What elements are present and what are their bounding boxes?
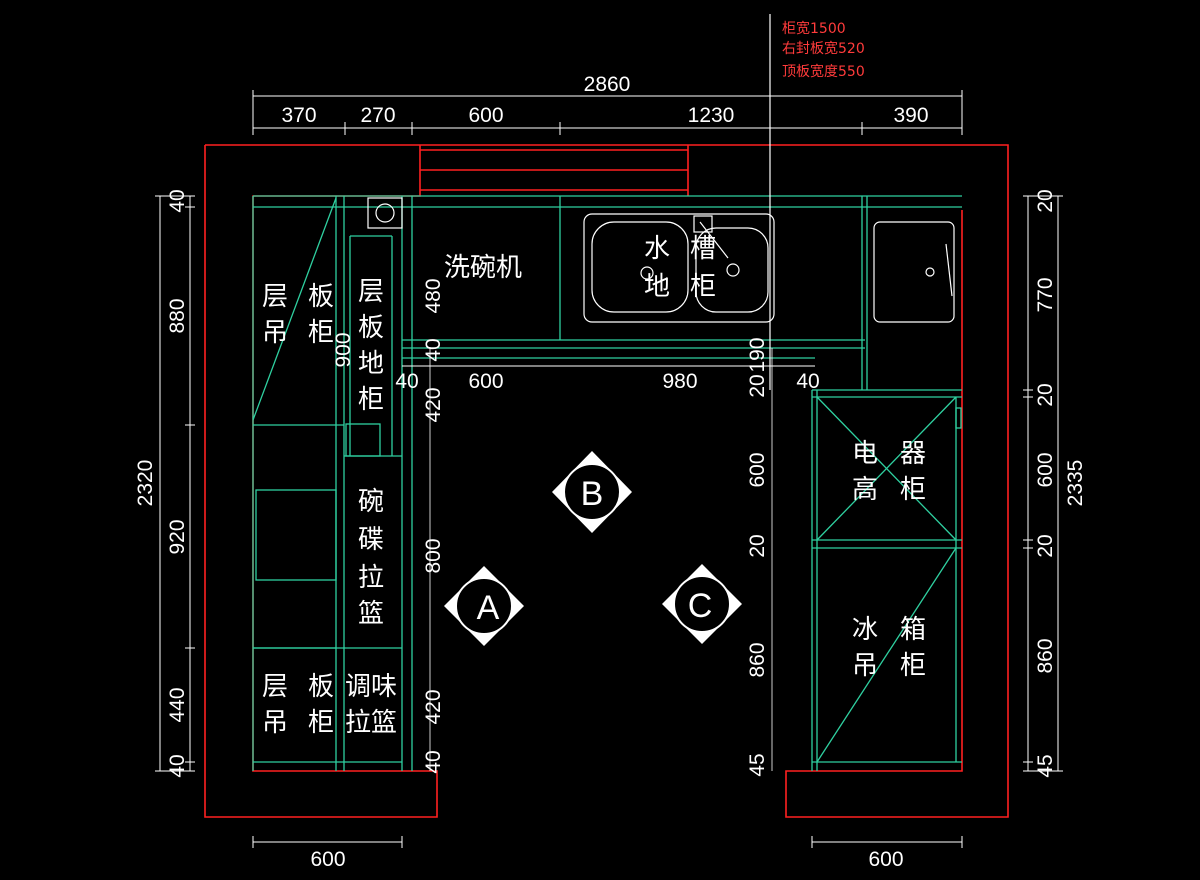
svg-text:地: 地 bbox=[644, 272, 670, 302]
note-cabinet-width: 柜宽1500 bbox=[782, 20, 846, 37]
svg-text:B: B bbox=[581, 475, 604, 513]
svg-text:A: A bbox=[477, 589, 500, 627]
dim-left-4: 440 bbox=[166, 687, 189, 722]
dim-left-inner-2: 900 bbox=[332, 332, 355, 367]
dim-left-5: 40 bbox=[166, 754, 189, 777]
dim-left-total: 2320 bbox=[134, 460, 157, 507]
svg-text:槽: 槽 bbox=[690, 234, 716, 264]
dim-inner-1: 40 bbox=[395, 370, 418, 393]
label-dishwasher: 洗碗机 bbox=[444, 253, 522, 283]
dim-right-7: 45 bbox=[1034, 754, 1057, 777]
svg-text:拉篮: 拉篮 bbox=[345, 708, 397, 738]
dimension-lines bbox=[155, 14, 1063, 848]
svg-text:水: 水 bbox=[644, 234, 670, 264]
dim-left-2: 880 bbox=[166, 298, 189, 333]
svg-text:吊: 吊 bbox=[852, 651, 878, 681]
dim-inner-3: 980 bbox=[662, 370, 697, 393]
dim-top-4: 1230 bbox=[688, 104, 735, 127]
svg-text:柜: 柜 bbox=[690, 272, 716, 302]
note-top-panel-width: 顶板宽度550 bbox=[782, 63, 865, 80]
svg-text:电: 电 bbox=[852, 439, 878, 469]
svg-text:箱: 箱 bbox=[900, 615, 926, 645]
dim-top-1: 370 bbox=[281, 104, 316, 127]
svg-text:层: 层 bbox=[262, 282, 288, 312]
svg-text:板: 板 bbox=[308, 282, 334, 312]
dim-right-total: 2335 bbox=[1064, 460, 1087, 507]
label-appliance-tall-cabinet: 电 器 高 柜 bbox=[852, 439, 926, 505]
svg-text:高: 高 bbox=[852, 475, 878, 505]
dim-left-1: 40 bbox=[166, 189, 189, 212]
dim-left-inner-6: 420 bbox=[422, 689, 445, 724]
dim-right-inner-6: 45 bbox=[746, 753, 769, 776]
svg-text:篮: 篮 bbox=[358, 599, 384, 629]
dim-right-3: 20 bbox=[1034, 383, 1057, 406]
label-dish-basket: 碗 碟 拉 篮 bbox=[358, 487, 384, 629]
svg-text:地: 地 bbox=[358, 349, 384, 379]
svg-text:吊: 吊 bbox=[262, 708, 288, 738]
svg-text:器: 器 bbox=[900, 439, 926, 469]
svg-text:层: 层 bbox=[358, 277, 384, 307]
svg-text:拉: 拉 bbox=[358, 563, 384, 593]
dim-top-2: 270 bbox=[360, 104, 395, 127]
dim-inner-2: 600 bbox=[468, 370, 503, 393]
svg-text:C: C bbox=[688, 587, 713, 625]
svg-text:碟: 碟 bbox=[358, 525, 384, 555]
dim-right-inner-4: 20 bbox=[746, 534, 769, 557]
cabinet-lines bbox=[252, 195, 962, 771]
svg-text:柜: 柜 bbox=[900, 651, 926, 681]
dim-right-1: 20 bbox=[1034, 189, 1057, 212]
note-right-panel-width: 右封板宽520 bbox=[782, 40, 865, 57]
view-marker-c: C bbox=[662, 564, 742, 644]
dim-bottom-right: 600 bbox=[868, 848, 903, 871]
dim-left-inner-5: 800 bbox=[422, 538, 445, 573]
svg-text:调味: 调味 bbox=[345, 672, 397, 702]
dim-left-inner-1: 480 bbox=[422, 278, 445, 313]
svg-text:柜: 柜 bbox=[358, 385, 384, 415]
dim-right-inner-2: 20 bbox=[746, 374, 769, 397]
dim-left-inner-4: 420 bbox=[422, 387, 445, 422]
label-sink-cabinet: 水 槽 地 柜 bbox=[644, 234, 716, 302]
dim-right-inner-1: 190 bbox=[746, 337, 769, 372]
dim-right-inner-5: 860 bbox=[746, 642, 769, 677]
label-floor-cabinet-left: 层 板 地 柜 bbox=[358, 277, 384, 415]
sink-fixture bbox=[367, 197, 955, 323]
dim-top-5: 390 bbox=[893, 104, 928, 127]
dim-inner-5: 40 bbox=[796, 370, 819, 393]
dim-right-2: 770 bbox=[1034, 277, 1057, 312]
dim-left-3: 920 bbox=[166, 519, 189, 554]
label-wall-cabinet-top-left: 层 板 吊 柜 bbox=[262, 282, 334, 348]
view-marker-a: A bbox=[444, 566, 524, 646]
svg-text:柜: 柜 bbox=[308, 318, 334, 348]
svg-text:碗: 碗 bbox=[358, 487, 384, 517]
dim-right-6: 860 bbox=[1034, 638, 1057, 673]
dim-right-5: 20 bbox=[1034, 534, 1057, 557]
svg-text:冰: 冰 bbox=[852, 615, 878, 645]
svg-text:吊: 吊 bbox=[262, 318, 288, 348]
dim-bottom-left: 600 bbox=[310, 848, 345, 871]
label-fridge-wall-cabinet: 冰 箱 吊 柜 bbox=[852, 615, 926, 681]
svg-text:柜: 柜 bbox=[308, 708, 334, 738]
dim-top-3: 600 bbox=[468, 104, 503, 127]
dim-total-width: 2860 bbox=[584, 73, 631, 96]
dim-right-4: 600 bbox=[1034, 452, 1057, 487]
view-marker-b: B bbox=[552, 451, 632, 533]
svg-text:层: 层 bbox=[262, 672, 288, 702]
svg-text:板: 板 bbox=[308, 672, 334, 702]
dim-left-inner-7: 40 bbox=[422, 750, 445, 773]
label-wall-cabinet-bottom-left: 层 板 吊 柜 bbox=[262, 672, 334, 738]
dim-right-inner-3: 600 bbox=[746, 452, 769, 487]
svg-text:柜: 柜 bbox=[900, 475, 926, 505]
label-seasoning-basket: 调味 拉篮 bbox=[345, 672, 397, 738]
dim-left-inner-3: 40 bbox=[422, 338, 445, 361]
svg-text:板: 板 bbox=[358, 313, 384, 343]
